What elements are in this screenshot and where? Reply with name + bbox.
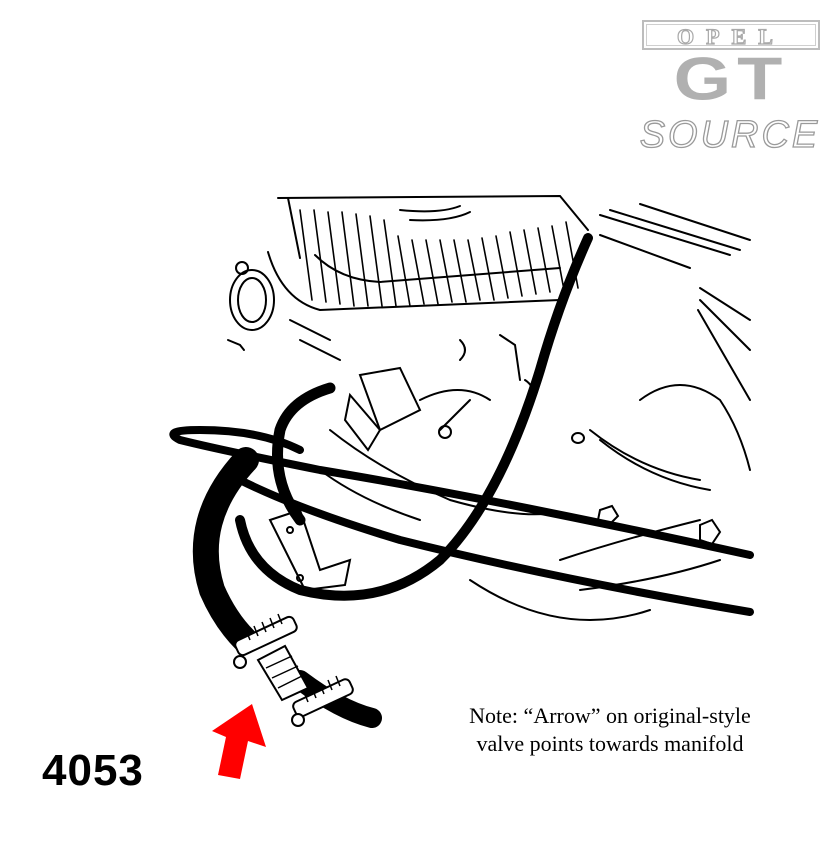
- logo-gt-text: GT: [673, 44, 789, 113]
- logo-opel-text: OPEL: [676, 23, 785, 49]
- opel-gt-source-logo: OPEL GT SOURCE: [628, 14, 828, 159]
- red-arrow-icon: [212, 704, 266, 779]
- note-line-1: Note: “Arrow” on original-style: [469, 703, 751, 728]
- logo-opel-frame: OPEL: [642, 20, 820, 50]
- note-line-2: valve points towards manifold: [476, 731, 744, 756]
- logo-source-text: SOURCE: [639, 113, 821, 156]
- installation-note: Note: “Arrow” on original-style valve po…: [420, 702, 800, 758]
- part-number: 4053: [42, 746, 144, 795]
